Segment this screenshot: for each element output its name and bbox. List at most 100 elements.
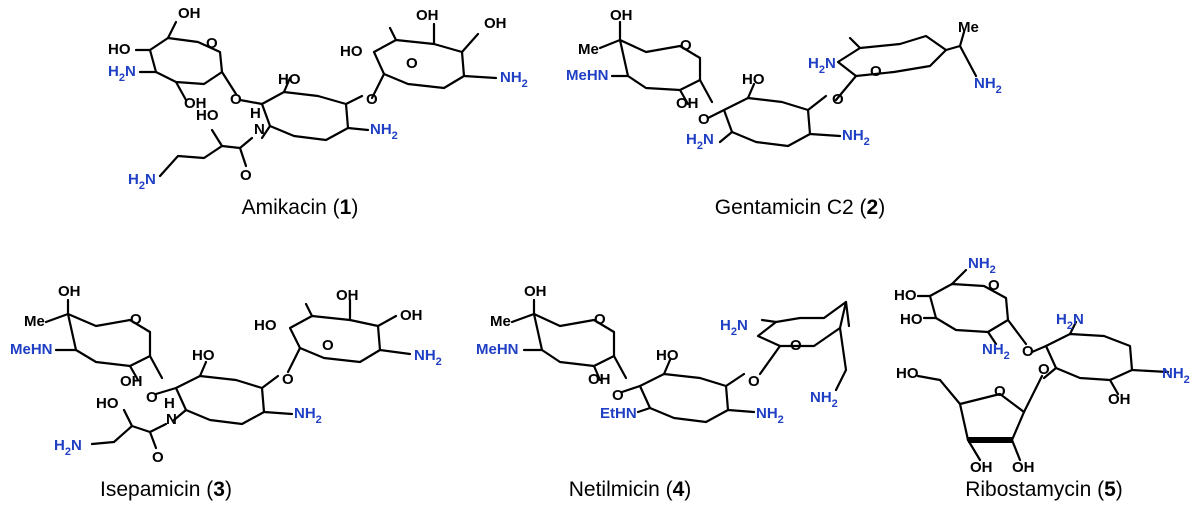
- isepamicin-n: N: [166, 411, 177, 428]
- amikacin-h: H: [250, 105, 261, 122]
- netilmicin-oh-1: OH: [524, 283, 547, 300]
- gentamicin-o-ring-c: O: [870, 63, 882, 80]
- netilmicin-ring-c: [756, 300, 848, 348]
- ribostamycin-structure: NH2 HO HO NH2 O O H2N NH2 OH O HO O OH O…: [894, 255, 1190, 476]
- ribostamycin-oh-3: OH: [1012, 459, 1035, 476]
- amikacin-h2n-2: H2N: [128, 171, 156, 192]
- amikacin-ho-1: HO: [108, 41, 131, 58]
- isepamicin-ring-c: [288, 314, 382, 364]
- amikacin-bonds-b: [238, 76, 370, 140]
- isepamicin-h: H: [164, 395, 175, 412]
- isepamicin-nh2-2: NH2: [414, 347, 442, 368]
- ribostamycin-nh2-2: NH2: [982, 341, 1010, 362]
- isepamicin-oh-2: OH: [120, 373, 143, 390]
- ribostamycin-o-ring: O: [988, 277, 1000, 294]
- amikacin-ring-c: [372, 38, 466, 90]
- gentamicin-bonds-b: [706, 82, 842, 144]
- gentamicin-mehn: MeHN: [566, 67, 609, 84]
- amikacin-h2n-1: H2N: [108, 63, 136, 84]
- isepamicin-mehn: MeHN: [10, 341, 53, 358]
- netilmicin-o-ring-c: O: [790, 337, 802, 354]
- gentamicin-ho: HO: [742, 71, 765, 88]
- ribostamycin-oh: OH: [1108, 391, 1131, 408]
- netilmicin-bonds-b: [620, 358, 756, 414]
- caption-amikacin-close: ): [351, 196, 358, 219]
- netilmicin-o-link-c: O: [748, 373, 760, 390]
- amikacin-oh-1: OH: [178, 5, 201, 22]
- amikacin-nh2-2: NH2: [500, 69, 528, 90]
- caption-netilmicin-number: 4: [673, 478, 685, 501]
- caption-gentamicin-name: Gentamicin C2: [715, 196, 854, 219]
- caption-netilmicin-close: ): [684, 478, 691, 501]
- caption-netilmicin: Netilmicin (4): [569, 478, 692, 501]
- caption-netilmicin-name: Netilmicin: [569, 478, 660, 501]
- netilmicin-nh2-1: NH2: [756, 405, 784, 426]
- isepamicin-ho: HO: [192, 347, 215, 364]
- caption-isepamicin-open: (: [200, 478, 213, 501]
- isepamicin-bonds-c: [286, 298, 412, 374]
- gentamicin-structure: OH Me MeHN OH O O HO H2N NH2 O H2N O Me …: [566, 7, 1002, 152]
- gentamicin-oh-2: OH: [676, 95, 699, 112]
- isepamicin-o-link-c: O: [282, 371, 294, 388]
- caption-gentamicin-number: 2: [867, 196, 879, 219]
- isepamicin-h2n: H2N: [54, 437, 82, 458]
- gentamicin-nh2-2: NH2: [974, 75, 1002, 96]
- amikacin-ho-3: HO: [340, 43, 363, 60]
- caption-ribostamycin: Ribostamycin (5): [965, 478, 1123, 501]
- caption-gentamicin: Gentamicin C2 (2): [715, 196, 885, 219]
- isepamicin-me: Me: [24, 313, 45, 330]
- netilmicin-bonds-a: [510, 298, 628, 382]
- amikacin-ring-b: [260, 90, 350, 142]
- caption-amikacin-number: 1: [340, 196, 352, 219]
- ribostamycin-nh2-top: NH2: [968, 255, 996, 276]
- ribostamycin-bonds-a: [916, 268, 1028, 346]
- ribostamycin-ring-b: [1044, 332, 1134, 382]
- caption-ribostamycin-number: 5: [1104, 478, 1116, 501]
- isepamicin-oh-1: OH: [58, 283, 81, 300]
- isepamicin-side-chain: [90, 408, 168, 450]
- gentamicin-h2n-1: H2N: [686, 131, 714, 152]
- caption-isepamicin-close: ): [225, 478, 232, 501]
- caption-gentamicin-open: (: [854, 196, 867, 219]
- gentamicin-bonds-a: [598, 20, 714, 106]
- isepamicin-ho-2: HO: [254, 317, 277, 334]
- gentamicin-me: Me: [578, 41, 599, 58]
- ribostamycin-bonds-b: [1030, 320, 1170, 396]
- gentamicin-me-2: Me: [958, 19, 979, 36]
- ribostamycin-o-link-2: O: [1038, 361, 1050, 378]
- amikacin-o-ring: O: [206, 35, 218, 52]
- amikacin-n: N: [254, 121, 265, 138]
- netilmicin-o-ring: O: [594, 311, 606, 328]
- amikacin-bonds-a: [134, 20, 238, 102]
- isepamicin-o-ring-c: O: [322, 337, 334, 354]
- netilmicin-ethn: EtHN: [600, 405, 637, 422]
- amikacin-oh-3: OH: [416, 7, 439, 24]
- amikacin-o-link: O: [230, 91, 242, 108]
- ribostamycin-o-link: O: [1022, 343, 1034, 360]
- ribostamycin-ho-3: HO: [896, 365, 919, 382]
- ribostamycin-oh-2: OH: [970, 459, 993, 476]
- isepamicin-oh-4: OH: [400, 307, 423, 324]
- amikacin-structure: OH HO H2N OH O O HO N H NH2 HO OH OH O O…: [108, 5, 528, 192]
- caption-amikacin: Amikacin (1): [242, 196, 359, 219]
- amikacin-ho-2: HO: [278, 71, 301, 88]
- caption-gentamicin-close: ): [878, 196, 885, 219]
- caption-amikacin-name: Amikacin: [242, 196, 327, 219]
- amikacin-o-amide: O: [240, 167, 252, 184]
- netilmicin-oh-2: OH: [588, 371, 611, 388]
- isepamicin-bonds-a: [44, 298, 164, 382]
- amikacin-ho-4: HO: [196, 107, 219, 124]
- isepamicin-nh2-1: NH2: [294, 405, 322, 426]
- caption-isepamicin-name: Isepamicin: [100, 478, 200, 501]
- netilmicin-structure: OH Me MeHN OH O O HO EtHN NH2 O H2N O NH…: [476, 283, 851, 426]
- netilmicin-o-link: O: [612, 387, 624, 404]
- ribostamycin-furanose: [958, 392, 1026, 442]
- gentamicin-ring-b: [722, 96, 812, 148]
- isepamicin-ho-3: HO: [96, 395, 119, 412]
- gentamicin-o-link: O: [698, 111, 710, 128]
- ribostamycin-h2n: H2N: [1056, 311, 1084, 332]
- amikacin-side-chain: [158, 128, 254, 178]
- ribostamycin-ho-1: HO: [894, 287, 917, 304]
- gentamicin-oh-1: OH: [610, 7, 633, 24]
